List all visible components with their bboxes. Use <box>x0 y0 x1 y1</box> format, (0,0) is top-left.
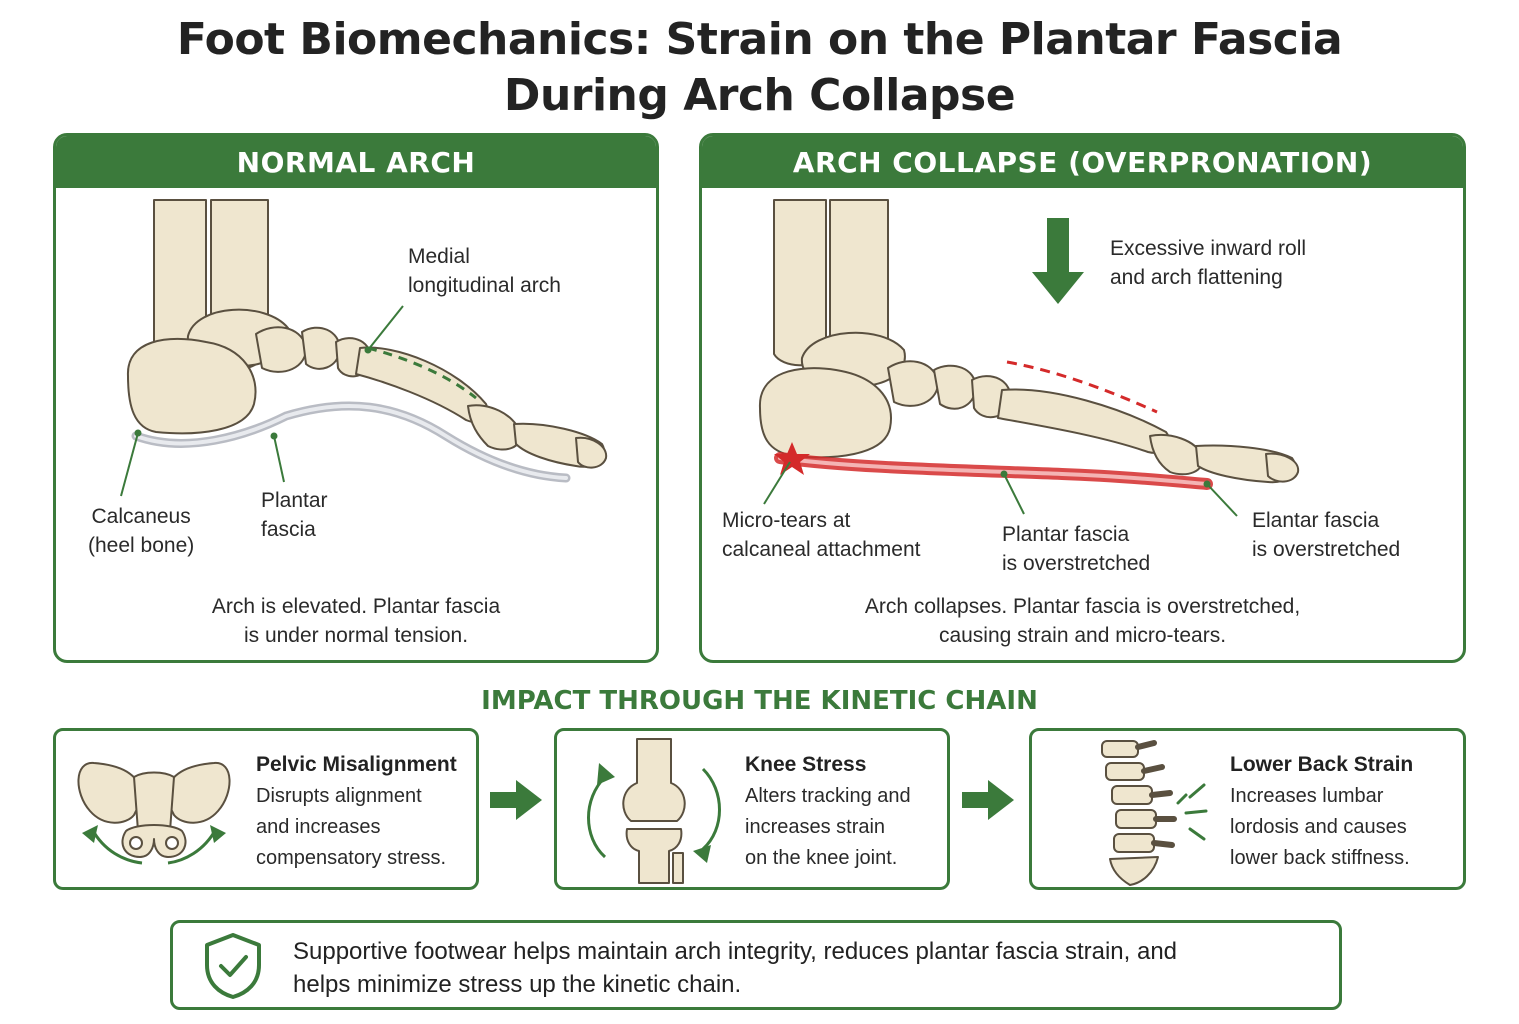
note-line-1: Supportive footwear helps maintain arch … <box>293 938 1178 965</box>
micro-tears-label-line2: calcaneal attachment <box>722 538 921 561</box>
elantar-fascia-label-line2: is overstretched <box>1252 538 1401 561</box>
calcaneus-label: Calcaneus (heel bone) <box>88 502 194 560</box>
collapsed-foot-illustration <box>758 199 1300 517</box>
card-desc-lower-back-line2: lordosis and causes <box>1230 816 1407 838</box>
knee-icon <box>587 738 721 884</box>
overstretched-fascia-label: Plantar fascia is overstretched <box>1002 520 1150 578</box>
collapse-caption-line1: Arch collapses. Plantar fascia is overst… <box>864 595 1301 618</box>
card-desc-knee-line2: increases strain <box>745 816 886 838</box>
page-title: Foot Biomechanics: Strain on the Plantar… <box>0 12 1519 124</box>
knee-stress-card: Knee Stress Alters tracking and increase… <box>554 728 950 890</box>
card-title-pelvic: Pelvic Misalignment <box>256 753 457 776</box>
tear-starburst-icon <box>774 442 810 475</box>
overstretched-fascia-label-line1: Plantar fascia <box>1002 523 1130 546</box>
arch-collapse-panel: ARCH COLLAPSE (OVERPRONATION) <box>699 133 1466 663</box>
title-line-1: Foot Biomechanics: Strain on the Plantar… <box>176 14 1343 65</box>
plantar-fascia-label-line2: fascia <box>261 518 316 541</box>
lower-back-strain-card: Lower Back Strain Increases lumbar lordo… <box>1029 728 1466 890</box>
spine-icon <box>1101 740 1208 886</box>
pelvic-misalignment-card: Pelvic Misalignment Disrupts alignment a… <box>53 728 479 890</box>
micro-tears-label: Micro-tears at calcaneal attachment <box>722 506 920 564</box>
elantar-fascia-label: Elantar fascia is overstretched <box>1252 506 1400 564</box>
footwear-note-text: Supportive footwear helps maintain arch … <box>293 935 1323 1001</box>
overstretched-fascia-label-line2: is overstretched <box>1002 552 1151 575</box>
inward-roll-label-line2: and arch flattening <box>1110 266 1283 289</box>
card-desc-lower-back-line1: Increases lumbar <box>1230 785 1384 807</box>
card-desc-pelvic-line2: and increases <box>256 816 381 838</box>
normal-arch-caption: Arch is elevated. Plantar fascia is unde… <box>56 592 656 650</box>
card-title-knee: Knee Stress <box>745 753 867 776</box>
kinetic-chain-title: IMPACT THROUGH THE KINETIC CHAIN <box>481 686 1038 716</box>
calcaneus-label-line2: (heel bone) <box>88 534 195 557</box>
title-line-2: During Arch Collapse <box>503 70 1016 121</box>
normal-foot-illustration <box>120 199 608 497</box>
down-arrow-icon <box>1032 218 1084 304</box>
arch-collapse-caption: Arch collapses. Plantar fascia is overst… <box>702 592 1463 650</box>
micro-tears-label-line1: Micro-tears at <box>722 509 851 532</box>
card-desc-pelvic: Disrupts alignment and increases compens… <box>256 781 446 874</box>
card-desc-knee-line1: Alters tracking and <box>745 785 911 807</box>
normal-caption-line1: Arch is elevated. Plantar fascia <box>211 595 501 618</box>
normal-caption-line2: is under normal tension. <box>243 624 469 647</box>
elantar-fascia-label-line1: Elantar fascia <box>1252 509 1380 532</box>
normal-arch-header: NORMAL ARCH <box>56 136 656 188</box>
card-desc-knee-line3: on the knee joint. <box>745 847 898 869</box>
collapse-caption-line2: causing strain and micro-tears. <box>938 624 1227 647</box>
note-line-2: helps minimize stress up the kinetic cha… <box>293 971 742 998</box>
inward-roll-label: Excessive inward roll and arch flattenin… <box>1110 234 1306 292</box>
footwear-note: Supportive footwear helps maintain arch … <box>170 920 1342 1010</box>
medial-arch-label-line2: longitudinal arch <box>408 274 561 297</box>
medial-arch-label-line1: Medial <box>408 245 470 268</box>
chain-arrow-icon-1 <box>490 780 542 820</box>
pelvis-icon <box>77 761 231 865</box>
normal-arch-panel: NORMAL ARCH <box>53 133 659 663</box>
card-desc-lower-back: Increases lumbar lordosis and causes low… <box>1230 781 1410 874</box>
card-desc-pelvic-line3: compensatory stress. <box>256 847 447 869</box>
card-desc-lower-back-line3: lower back stiffness. <box>1230 847 1410 869</box>
card-desc-knee: Alters tracking and increases strain on … <box>745 781 911 874</box>
card-desc-pelvic-line1: Disrupts alignment <box>256 785 422 807</box>
arch-collapse-header: ARCH COLLAPSE (OVERPRONATION) <box>702 136 1463 188</box>
plantar-fascia-label-line1: Plantar <box>261 489 328 512</box>
plantar-fascia-label: Plantar fascia <box>261 486 328 544</box>
card-title-lower-back: Lower Back Strain <box>1230 753 1414 776</box>
inward-roll-label-line1: Excessive inward roll <box>1110 237 1307 260</box>
medial-arch-label: Medial longitudinal arch <box>408 242 561 300</box>
calcaneus-label-line1: Calcaneus <box>91 505 191 528</box>
shield-check-icon <box>205 933 261 999</box>
chain-arrow-icon-2 <box>962 780 1014 820</box>
